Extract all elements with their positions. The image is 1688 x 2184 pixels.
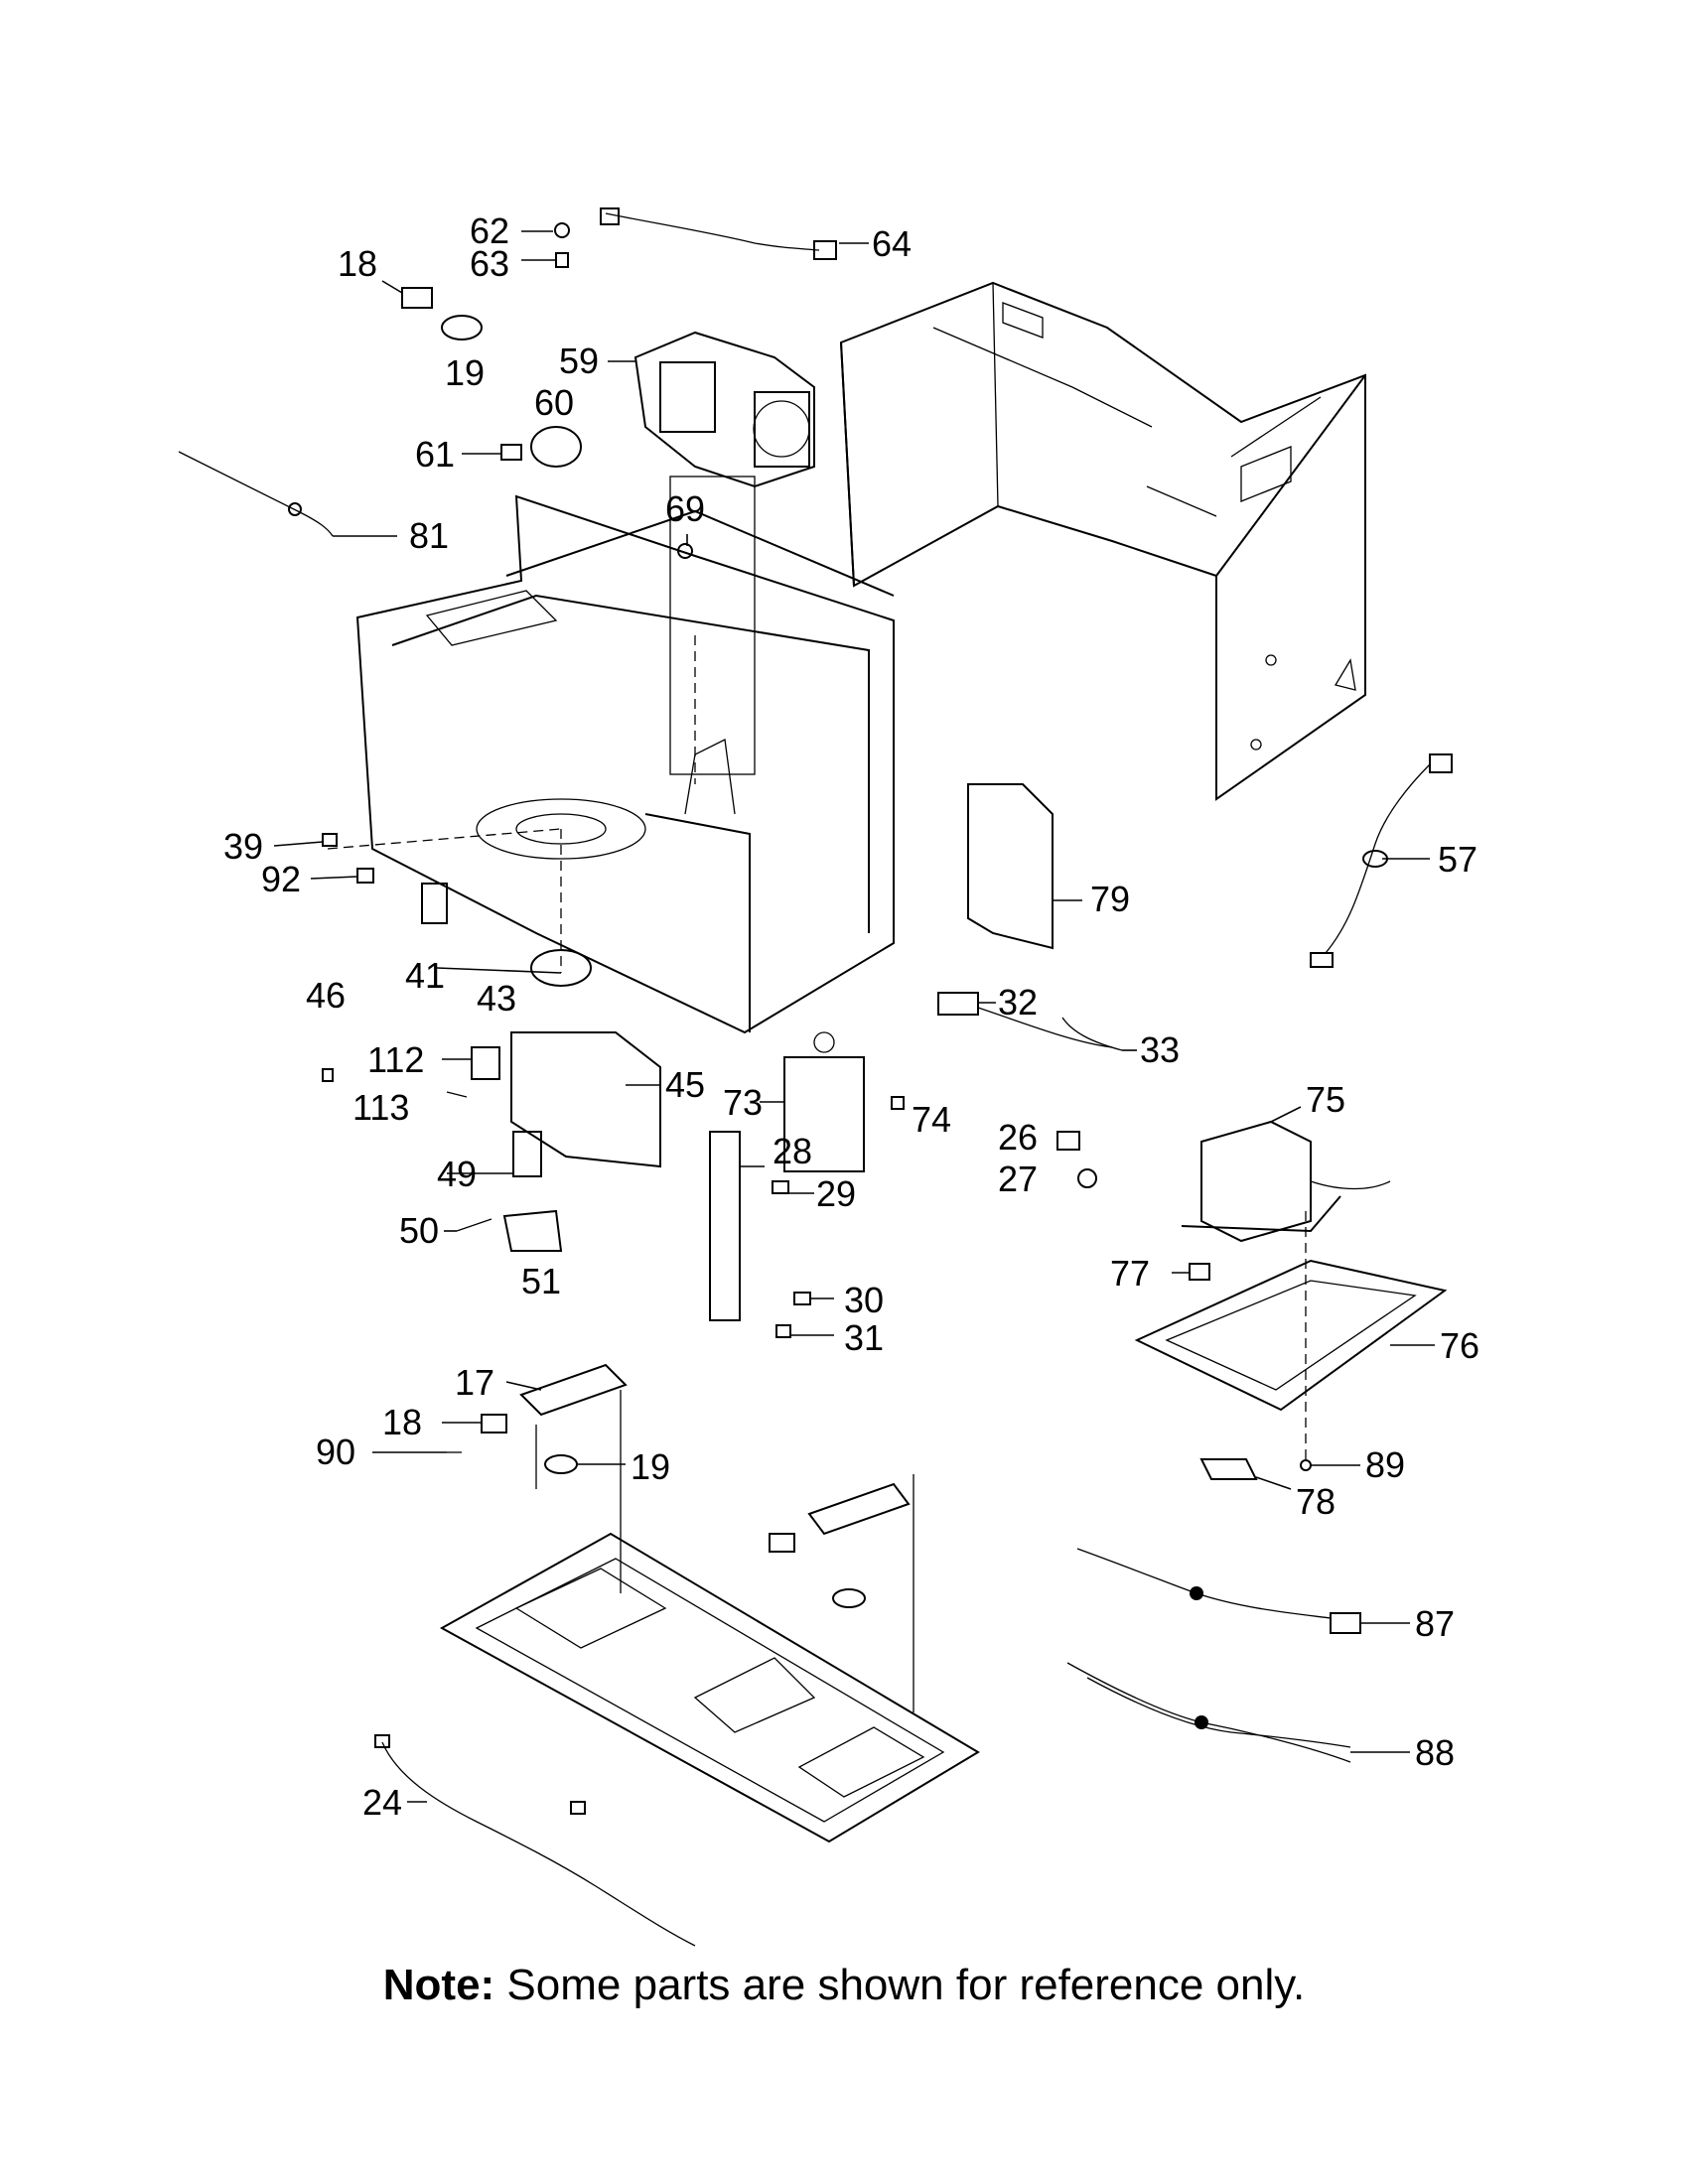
- callout-79: 79: [1090, 879, 1130, 919]
- callout-64: 64: [872, 223, 912, 264]
- callout-46: 46: [306, 975, 346, 1016]
- callout-74: 74: [912, 1099, 951, 1140]
- oven-cavity: [327, 476, 895, 1034]
- callout-19-lower: 19: [631, 1446, 670, 1487]
- callout-89: 89: [1365, 1444, 1405, 1485]
- callout-numbers: 18 19 62 63 64 59 60 61 81 69 57 79 39 9…: [223, 210, 1479, 1823]
- callout-60: 60: [534, 382, 574, 423]
- callout-59: 59: [559, 341, 599, 381]
- fan-assembly: [633, 331, 815, 488]
- outer-cabinet: [839, 281, 1366, 801]
- callout-43: 43: [477, 978, 516, 1019]
- reference-note: Note: Some parts are shown for reference…: [0, 1961, 1688, 2010]
- callout-61: 61: [415, 434, 455, 475]
- callout-29: 29: [816, 1173, 856, 1214]
- callout-39: 39: [223, 826, 263, 867]
- callout-88: 88: [1415, 1732, 1455, 1773]
- callout-28: 28: [773, 1131, 812, 1171]
- callout-31: 31: [844, 1317, 884, 1358]
- callout-32: 32: [998, 982, 1038, 1023]
- callout-87: 87: [1415, 1603, 1455, 1644]
- callout-24: 24: [362, 1782, 402, 1823]
- callout-41: 41: [405, 955, 445, 996]
- callout-57: 57: [1438, 839, 1477, 880]
- callout-18-lower: 18: [382, 1402, 422, 1442]
- note-prefix: Note:: [382, 1961, 495, 2009]
- callout-73: 73: [723, 1082, 763, 1123]
- callout-50: 50: [399, 1210, 439, 1251]
- callout-69: 69: [665, 488, 705, 529]
- callout-76: 76: [1440, 1325, 1479, 1366]
- callout-30: 30: [844, 1280, 884, 1320]
- callout-113: 113: [352, 1087, 409, 1128]
- callout-63: 63: [470, 243, 509, 284]
- callout-27: 27: [998, 1159, 1038, 1199]
- callout-49: 49: [437, 1154, 477, 1194]
- callout-45: 45: [665, 1064, 705, 1105]
- callout-75: 75: [1306, 1079, 1345, 1120]
- callout-17: 17: [455, 1362, 494, 1403]
- callout-19-top: 19: [445, 352, 485, 393]
- callout-18-top: 18: [338, 243, 377, 284]
- callout-90: 90: [316, 1432, 355, 1472]
- leader-lines: [273, 230, 1435, 1803]
- callout-78: 78: [1296, 1481, 1336, 1522]
- small-parts: [178, 207, 1453, 1947]
- callout-62: 62: [470, 210, 509, 251]
- callout-26: 26: [998, 1117, 1038, 1158]
- callout-112: 112: [367, 1039, 424, 1080]
- callout-81: 81: [409, 515, 449, 556]
- callout-77: 77: [1110, 1253, 1150, 1294]
- callout-33: 33: [1140, 1029, 1180, 1070]
- note-text: Some parts are shown for reference only.: [494, 1961, 1306, 2009]
- callout-51: 51: [521, 1261, 561, 1301]
- callout-92: 92: [261, 859, 301, 899]
